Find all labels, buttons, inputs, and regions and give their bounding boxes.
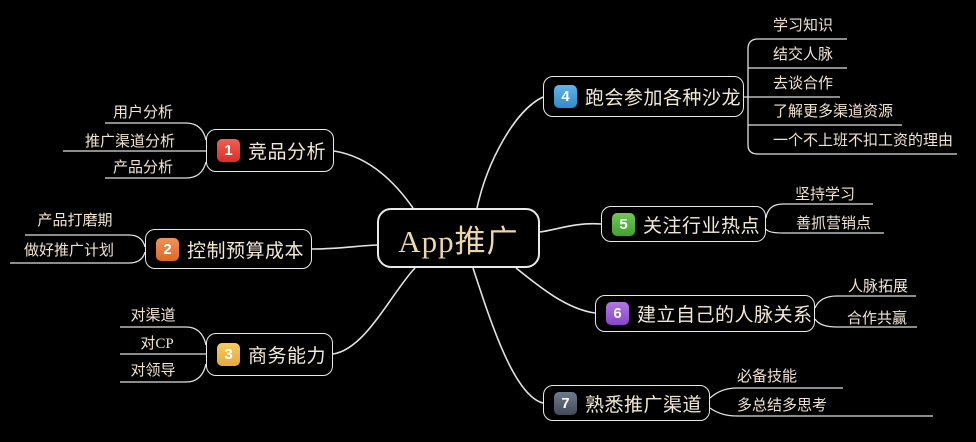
branch-badge-5: 5 [612,212,635,236]
branch-business-ability[interactable]: 3 商务能力 [206,333,333,376]
central-topic[interactable]: App推广 [377,208,540,268]
subtopic-essential-skills[interactable]: 必备技能 [737,369,798,385]
branch-label: 跑会参加各种沙龙 [585,88,742,109]
branch-networking[interactable]: 6 建立自己的人脉关系 [595,295,815,332]
branch-budget-control[interactable]: 2 控制预算成本 [145,229,312,269]
branch-badge-1: 1 [217,139,240,162]
branch-badge-3: 3 [217,343,240,366]
subtopic-keep-learning[interactable]: 坚持学习 [795,187,856,203]
branch-label: 熟悉推广渠道 [585,394,703,416]
subtopic-product-analysis[interactable]: 产品分析 [112,160,173,176]
branch-competitor-analysis[interactable]: 1 竞品分析 [206,129,334,172]
branch-label: 控制预算成本 [187,240,305,262]
branch-promotion-channels[interactable]: 7 熟悉推广渠道 [543,385,710,421]
subtopic-summarize-and-think[interactable]: 多总结多思考 [737,398,828,414]
subtopic-learn-knowledge[interactable]: 学习知识 [773,18,834,34]
subtopic-user-analysis[interactable]: 用户分析 [112,105,173,121]
branch-badge-6: 6 [606,302,629,325]
branch-badge-7: 7 [554,391,577,415]
subtopic-network-expansion[interactable]: 人脉拓展 [848,279,909,295]
branch-label: 关注行业热点 [643,215,761,237]
subtopic-connectors [10,38,957,417]
branch-label: 商务能力 [248,346,327,367]
subtopic-excuse-for-not-working[interactable]: 一个不上班不扣工资的理由 [773,133,954,149]
subtopic-to-channels[interactable]: 对渠道 [130,308,176,324]
branch-label: 建立自己的人脉关系 [637,305,813,326]
central-topic-label: App推广 [398,223,519,259]
branch-industry-hotspots[interactable]: 5 关注行业热点 [601,206,766,242]
branch-badge-4: 4 [554,85,577,108]
subtopic-product-polish-period[interactable]: 产品打磨期 [37,213,113,229]
branch-attend-salons[interactable]: 4 跑会参加各种沙龙 [543,76,744,117]
subtopic-to-leaders[interactable]: 对领导 [130,363,176,379]
branch-connectors [311,96,602,404]
subtopic-discuss-cooperation[interactable]: 去谈合作 [773,76,834,92]
branch-badge-2: 2 [156,237,179,261]
subtopic-promotion-plan[interactable]: 做好推广计划 [23,243,114,259]
subtopic-promo-channel-analysis[interactable]: 推广渠道分析 [84,134,175,150]
subtopic-marketing-points[interactable]: 善抓营销点 [796,216,872,232]
subtopic-win-win-cooperation[interactable]: 合作共赢 [847,311,908,327]
subtopic-make-connections[interactable]: 结交人脉 [773,47,834,63]
branch-label: 竞品分析 [248,142,327,163]
subtopic-to-cp[interactable]: 对CP [140,336,174,352]
subtopic-more-channel-resources[interactable]: 了解更多渠道资源 [773,104,894,120]
